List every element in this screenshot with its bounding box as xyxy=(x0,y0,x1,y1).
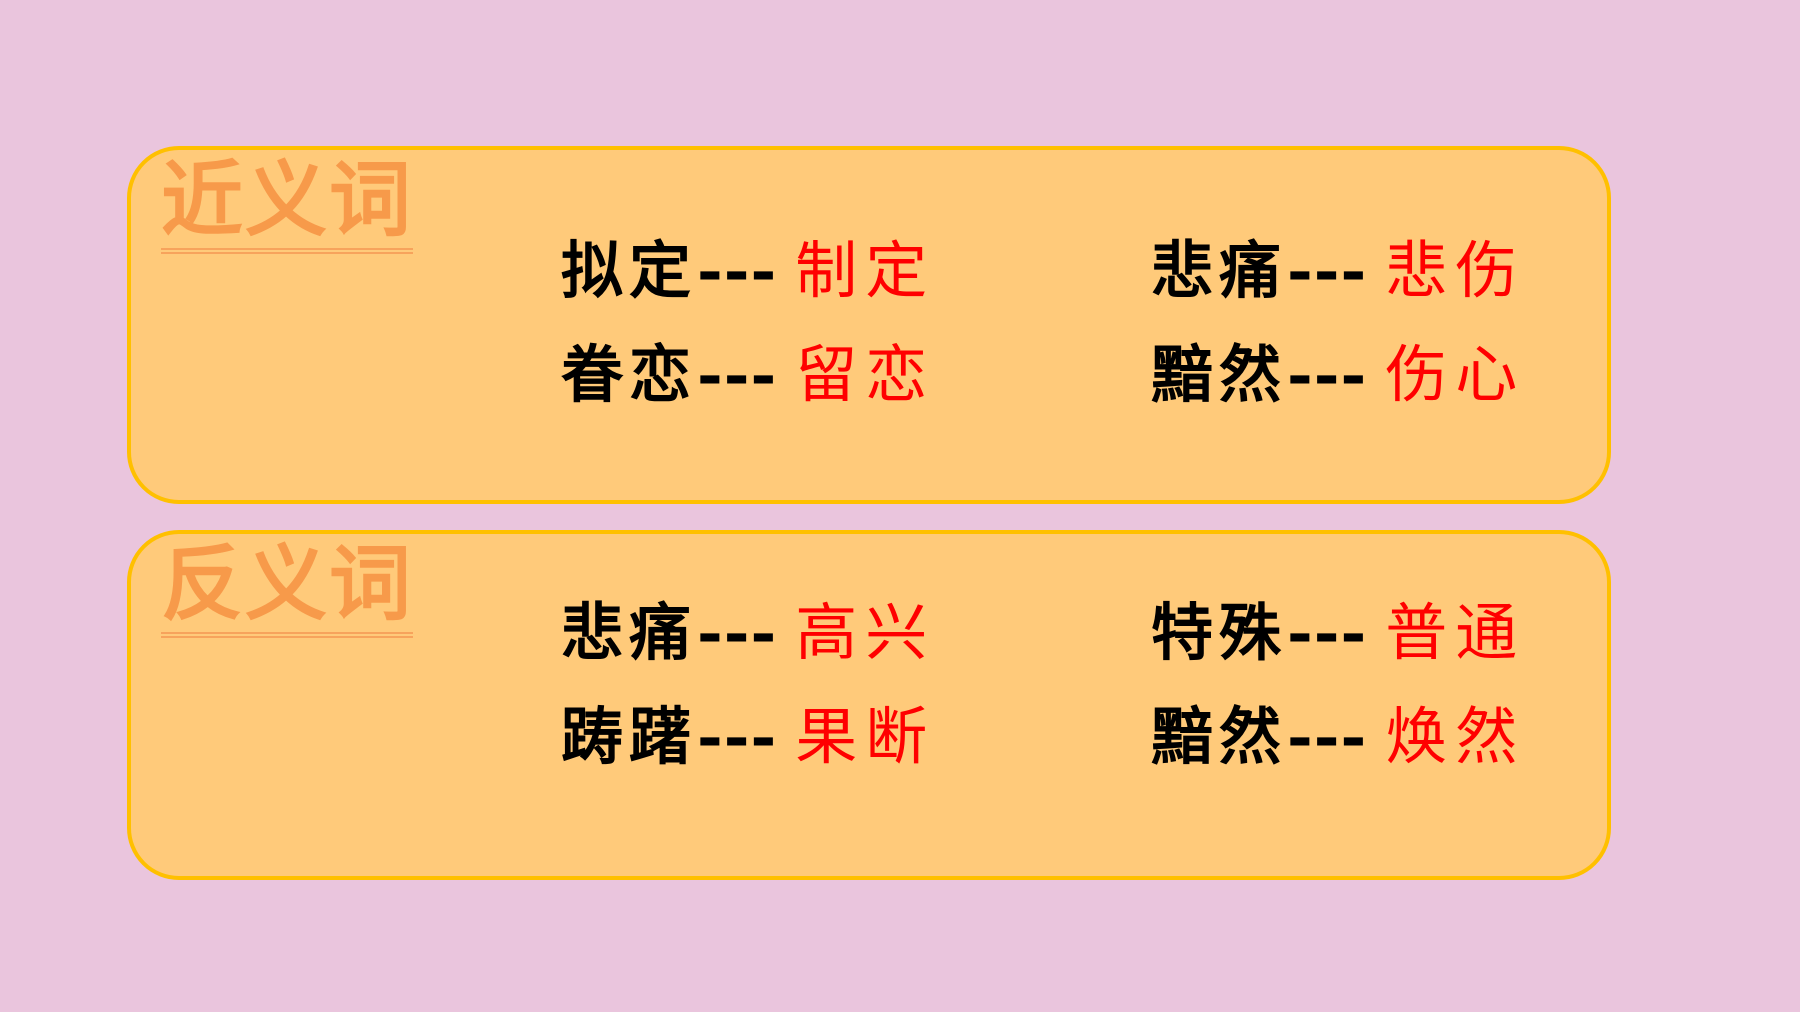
synonyms-panel: 近义词 拟定 --- 制定 悲痛 --- 悲伤 眷恋 --- 留恋 黯然 ---… xyxy=(127,146,1611,504)
antonym-pair: 黯然 --- 焕然 xyxy=(1151,706,1561,768)
pair-answer: 果断 xyxy=(795,700,936,773)
pair-separator: --- xyxy=(697,338,778,411)
pair-answer: 普通 xyxy=(1385,596,1526,669)
pair-word: 悲痛 xyxy=(1151,234,1288,307)
synonym-pair: 眷恋 --- 留恋 xyxy=(561,344,1151,406)
pair-word: 特殊 xyxy=(1151,596,1288,669)
pair-answer: 制定 xyxy=(795,234,936,307)
pair-separator: --- xyxy=(1287,338,1368,411)
pair-answer: 伤心 xyxy=(1385,338,1526,411)
antonyms-pair-grid: 悲痛 --- 高兴 特殊 --- 普通 踌躇 --- 果断 黯然 --- 焕然 xyxy=(561,602,1561,768)
antonyms-panel: 反义词 悲痛 --- 高兴 特殊 --- 普通 踌躇 --- 果断 黯然 ---… xyxy=(127,530,1611,880)
pair-separator: --- xyxy=(1287,596,1368,669)
pair-answer: 高兴 xyxy=(795,596,936,669)
synonyms-pair-grid: 拟定 --- 制定 悲痛 --- 悲伤 眷恋 --- 留恋 黯然 --- 伤心 xyxy=(561,240,1561,406)
pair-word: 黯然 xyxy=(1151,338,1288,411)
synonym-pair: 悲痛 --- 悲伤 xyxy=(1151,240,1561,302)
antonym-pair: 特殊 --- 普通 xyxy=(1151,602,1561,664)
pair-separator: --- xyxy=(1287,234,1368,307)
pair-separator: --- xyxy=(697,596,778,669)
synonym-pair: 黯然 --- 伤心 xyxy=(1151,344,1561,406)
pair-answer: 悲伤 xyxy=(1385,234,1526,307)
pair-word: 黯然 xyxy=(1151,700,1288,773)
pair-word: 踌躇 xyxy=(561,700,698,773)
antonym-pair: 悲痛 --- 高兴 xyxy=(561,602,1151,664)
pair-separator: --- xyxy=(697,234,778,307)
synonym-pair: 拟定 --- 制定 xyxy=(561,240,1151,302)
pair-answer: 焕然 xyxy=(1385,700,1526,773)
antonyms-title: 反义词 xyxy=(161,541,414,639)
pair-word: 眷恋 xyxy=(561,338,698,411)
pair-answer: 留恋 xyxy=(795,338,936,411)
pair-separator: --- xyxy=(697,700,778,773)
synonyms-title: 近义词 xyxy=(161,157,414,255)
antonym-pair: 踌躇 --- 果断 xyxy=(561,706,1151,768)
pair-word: 悲痛 xyxy=(561,596,698,669)
pair-word: 拟定 xyxy=(561,234,698,307)
pair-separator: --- xyxy=(1287,700,1368,773)
